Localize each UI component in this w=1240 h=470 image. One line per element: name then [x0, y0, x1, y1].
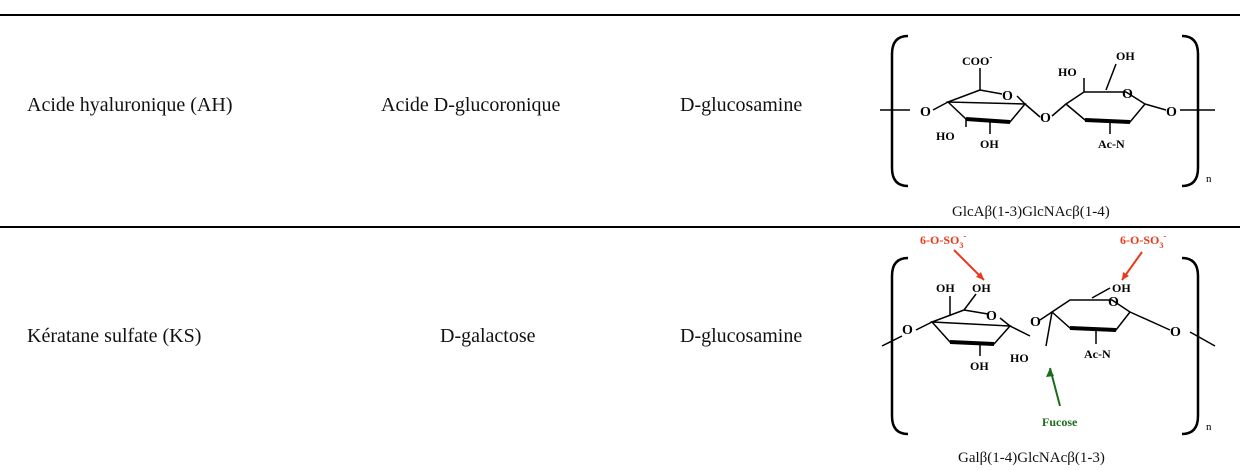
row2-structure: 6-O-SO3- 6-O-SO3- n O O OH OH OH HO O O …: [881, 231, 1216, 436]
row2-ring2-o: O: [1108, 295, 1119, 310]
row2-oh-label-3: OH: [970, 359, 989, 373]
row2-o-left: O: [902, 323, 913, 338]
row2-sulfate-label-2: 6-O-SO3-: [1120, 231, 1166, 250]
row1-amino-name: -glucosamine: [694, 94, 803, 116]
row2-ho-label: HO: [1010, 351, 1029, 365]
table-top-rule: [0, 14, 1240, 16]
row2-name-1: -galactose: [454, 325, 536, 347]
row1-ring2-o: O: [1122, 87, 1133, 102]
row2-fucose-label: Fucose: [1042, 415, 1078, 429]
row1-linkage-caption: GlcAβ(1-3)GlcNAcβ(1-4): [952, 204, 1110, 220]
row1-ho-label-2: HO: [1058, 65, 1077, 79]
row2-linkage-caption: Galβ(1-4)GlcNAcβ(1-3): [958, 450, 1105, 466]
row1-amino-letter: D: [680, 94, 695, 116]
row2-amino-letter: D: [680, 325, 695, 347]
row1-uronic-acid: Acide D-glucoronique: [381, 94, 560, 117]
row1-coo-label: COO-: [962, 52, 992, 68]
row1-ho-label-1: HO: [936, 129, 955, 143]
row1-oh-label-2: OH: [1116, 49, 1135, 63]
row2-oh-label-2: OH: [972, 281, 991, 295]
row1-o-left: O: [920, 105, 931, 120]
row1-structure: n O O COO- HO OH O O HO OH Ac-N O: [880, 34, 1215, 188]
row2-o-link: O: [1030, 315, 1041, 330]
row1-uronic-prefix: Acide: [381, 94, 434, 116]
row2-polymer-name: Kératane sulfate (KS): [27, 325, 202, 347]
row1-o-right: O: [1166, 105, 1177, 120]
row1-subscript-n: n: [1206, 173, 1212, 185]
row1-oh-label-1: OH: [980, 137, 999, 151]
row1-uronic-name: -glucoronique: [448, 94, 561, 116]
row2-letter-1: D: [440, 325, 455, 347]
row2-oh-label-4: OH: [1112, 281, 1131, 295]
row1-ring1-o: O: [1002, 89, 1013, 104]
row2-ring1-o: O: [986, 309, 997, 324]
row2-subscript-n: n: [1206, 421, 1212, 433]
row2-amino-sugar: D-glucosamine: [680, 325, 802, 348]
row2-acn-label: Ac-N: [1084, 347, 1111, 361]
row2-oh-label-1: OH: [936, 281, 955, 295]
row1-amino-sugar: D-glucosamine: [680, 94, 802, 117]
row2-sulfate-label-1: 6-O-SO3-: [920, 231, 966, 250]
row2-amino-name: -glucosamine: [694, 325, 803, 347]
row2-monosaccharide-1: D-galactose: [440, 325, 536, 348]
table-middle-rule: [0, 226, 1240, 228]
row1-o-link: O: [1040, 111, 1051, 126]
row1-polymer-name: Acide hyaluronique (AH): [27, 94, 233, 116]
row1-uronic-letter: D: [433, 94, 449, 116]
row1-acn-label: Ac-N: [1098, 137, 1125, 151]
row2-o-right: O: [1170, 325, 1181, 340]
